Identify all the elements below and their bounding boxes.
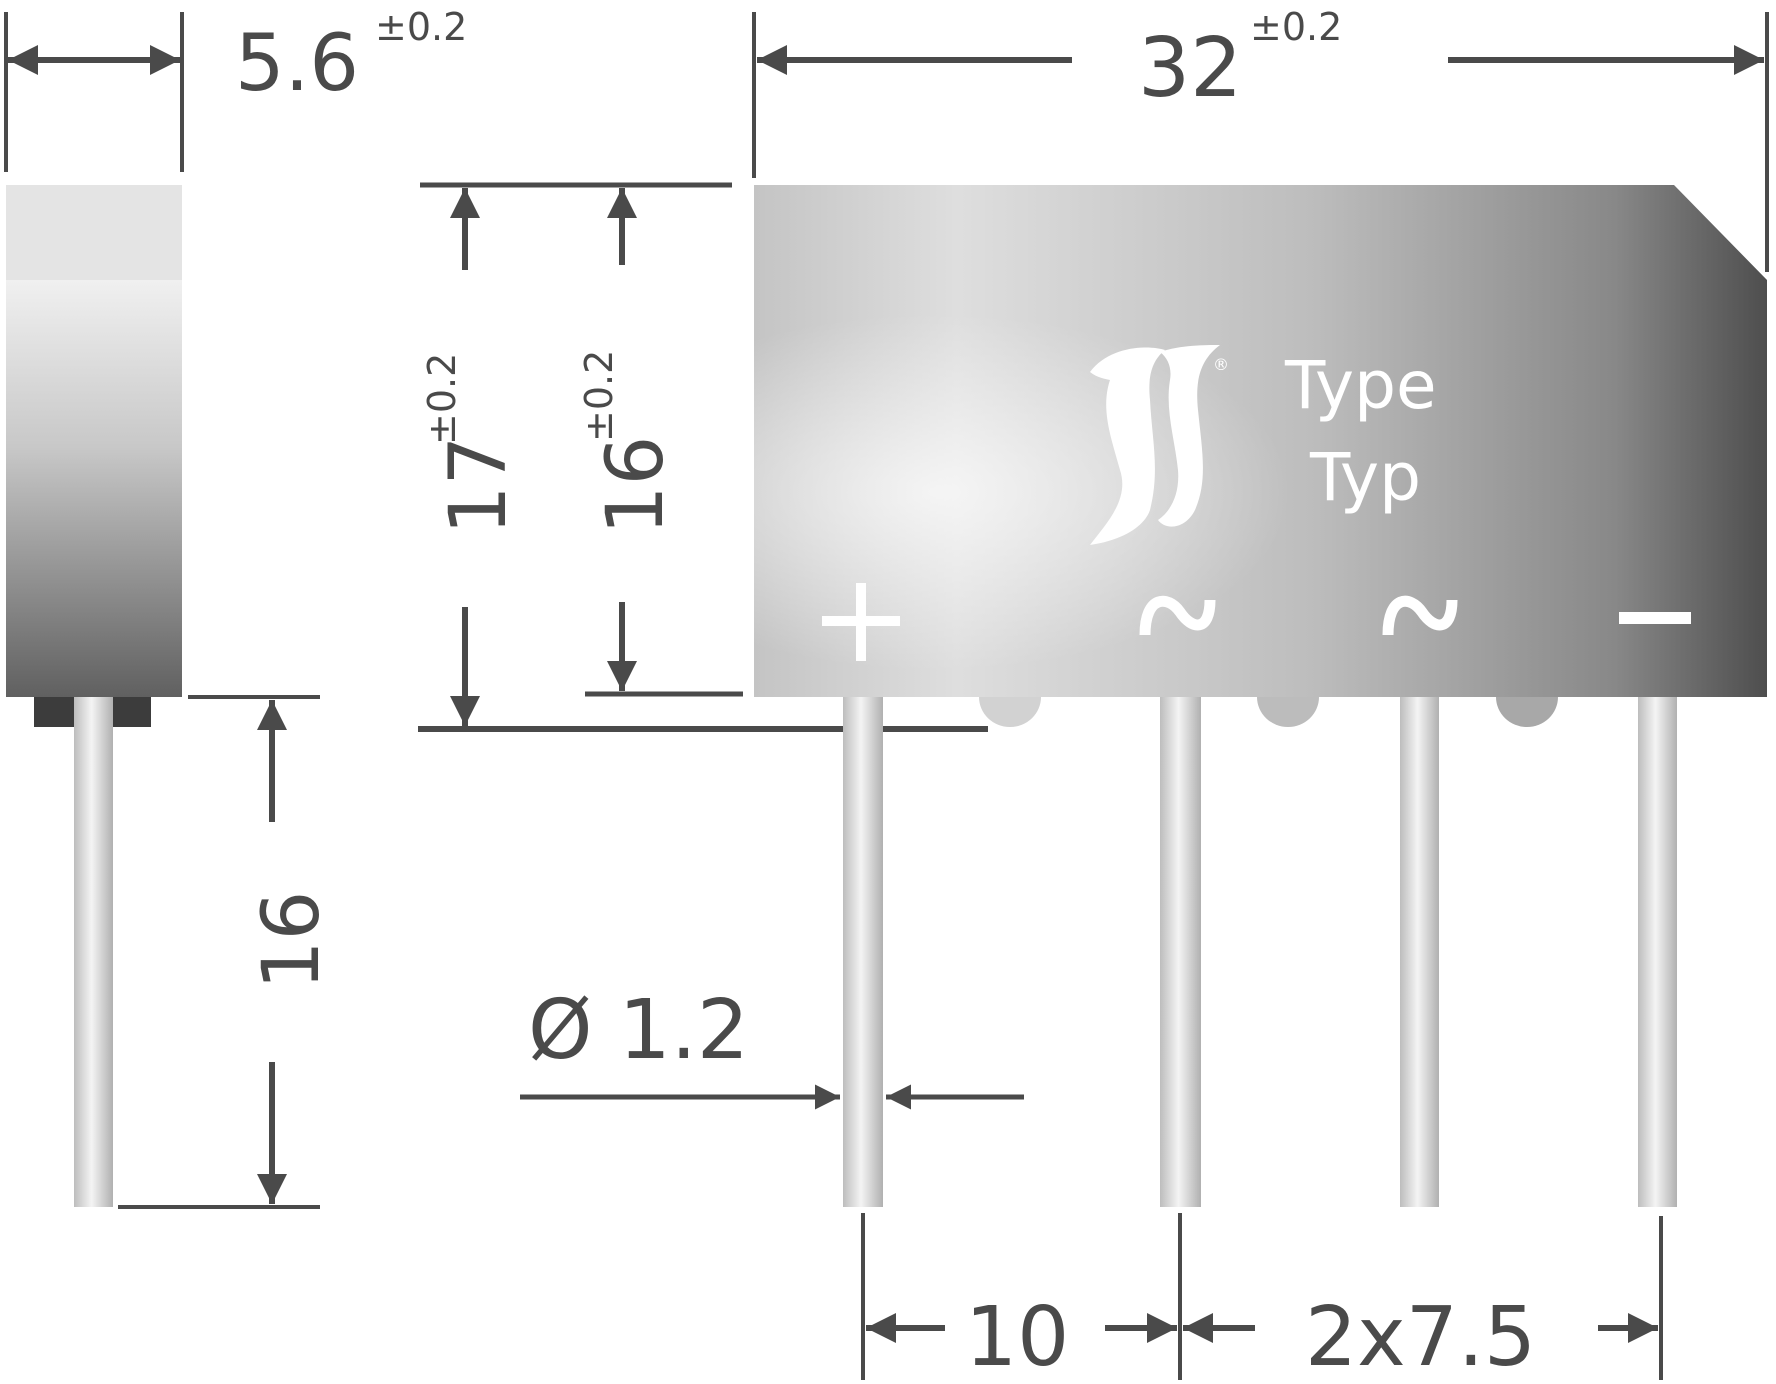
height-dimensions: 17 ±0.2 16 ±0.2	[418, 182, 988, 732]
type-de-label: Typ	[1309, 439, 1421, 516]
type-en-label: Type	[1284, 347, 1437, 424]
lead-length-dimension: 16	[118, 695, 337, 1209]
height-body-tolerance: ±0.2	[577, 350, 621, 442]
height-total-value: 17	[434, 436, 524, 535]
pitch-first-value: 10	[965, 1290, 1069, 1384]
registered-mark: ®	[1213, 355, 1229, 374]
side-view	[6, 185, 182, 1207]
side-body	[6, 280, 182, 697]
length-tolerance: ±0.2	[1250, 5, 1342, 49]
length-value: 32	[1138, 21, 1242, 116]
plus-symbol-icon	[822, 583, 900, 661]
ts-logo-icon: ®	[1090, 345, 1229, 545]
ac-symbol-icon	[1139, 595, 1216, 636]
lead-diameter-dimension: Ø 1.2	[520, 983, 1024, 1110]
ac-symbol-icon	[1382, 595, 1458, 636]
width-tolerance: ±0.2	[375, 5, 467, 49]
minus-symbol-icon	[1619, 612, 1691, 624]
lead-length-value: 16	[247, 891, 337, 990]
width-value: 5.6	[235, 19, 359, 109]
pitch-rest-value: 2x7.5	[1305, 1290, 1536, 1384]
lead-ac1	[1160, 697, 1201, 1207]
lead-minus	[1638, 697, 1677, 1207]
width-dimension: 5.6 ±0.2	[4, 5, 467, 172]
front-view: ® Type Typ	[754, 185, 1767, 1207]
height-body-value: 16	[591, 436, 681, 535]
lead-plus	[843, 697, 883, 1207]
pitch-dimensions: 10 2x7.5	[861, 1213, 1663, 1384]
length-dimension: 32 ±0.2	[752, 5, 1769, 272]
side-lead	[74, 697, 113, 1207]
lead-ac2	[1400, 697, 1439, 1207]
lead-diameter-value: Ø 1.2	[528, 983, 749, 1078]
side-body-top	[6, 185, 182, 280]
height-total-tolerance: ±0.2	[420, 353, 464, 445]
